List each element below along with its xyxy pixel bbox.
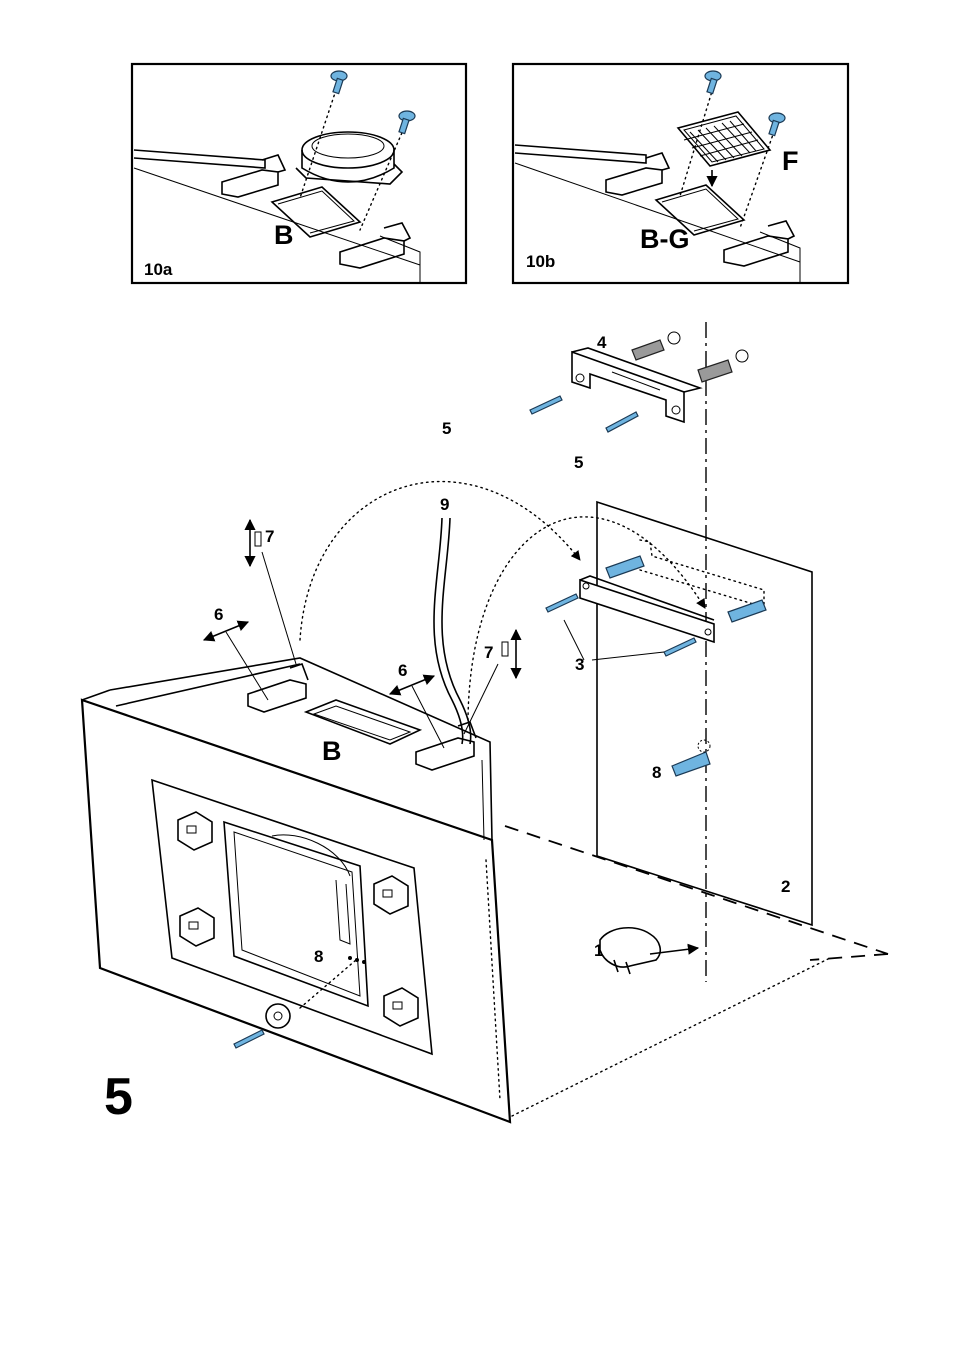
label-height-adjust-right: 7 <box>484 643 493 662</box>
label-slide-left: 6 <box>214 605 223 624</box>
inset-10b: 10b B-G F <box>513 64 848 283</box>
screw-icon <box>530 396 638 432</box>
label-safety-plug-wall: 8 <box>652 763 661 782</box>
panel-label-10b: 10b <box>526 252 555 271</box>
figure-number: 5 <box>104 1068 133 1126</box>
label-slide-right: 6 <box>398 661 407 680</box>
outlet-grille-label-b-g: B-G <box>640 224 690 254</box>
panel-label-10a: 10a <box>144 260 173 279</box>
hood-body <box>82 518 510 1122</box>
label-cable: 9 <box>440 495 449 514</box>
label-height-adjust-left: 7 <box>265 527 274 546</box>
label-wall: 2 <box>781 877 790 896</box>
pencil-icon <box>600 928 698 974</box>
wall-plug-icon <box>632 332 680 360</box>
control-knob-icon <box>180 908 214 946</box>
label-lift-left: 5 <box>442 419 451 438</box>
label-rail-screws: 3 <box>575 655 584 674</box>
control-knob-icon <box>384 988 418 1026</box>
screw-icon <box>399 111 415 134</box>
wall-plug-icon <box>606 556 644 578</box>
screw-icon <box>234 1030 264 1048</box>
main-assembly: 4 5 5 9 7 6 7 6 3 B 8 2 1 8 5 <box>82 322 888 1126</box>
inset-10a: 10a B <box>132 64 466 283</box>
outlet-label-b: B <box>274 220 294 250</box>
control-knob-icon <box>178 812 212 850</box>
slide-arrow-left <box>204 622 268 700</box>
label-lift-right: 5 <box>574 453 583 472</box>
label-wall-mark: 1 <box>594 941 603 960</box>
label-outlet-b: B <box>322 736 342 766</box>
label-upper-bracket: 4 <box>597 333 607 352</box>
label-safety-screw-hood: 8 <box>314 947 323 966</box>
screw-icon <box>331 71 347 94</box>
filter-label-f: F <box>782 146 799 176</box>
screw-icon <box>705 71 721 94</box>
wall-plug-icon <box>728 600 766 622</box>
control-knob-icon <box>374 876 408 914</box>
screw-icon <box>769 113 785 136</box>
wall-plug-icon <box>672 740 710 776</box>
